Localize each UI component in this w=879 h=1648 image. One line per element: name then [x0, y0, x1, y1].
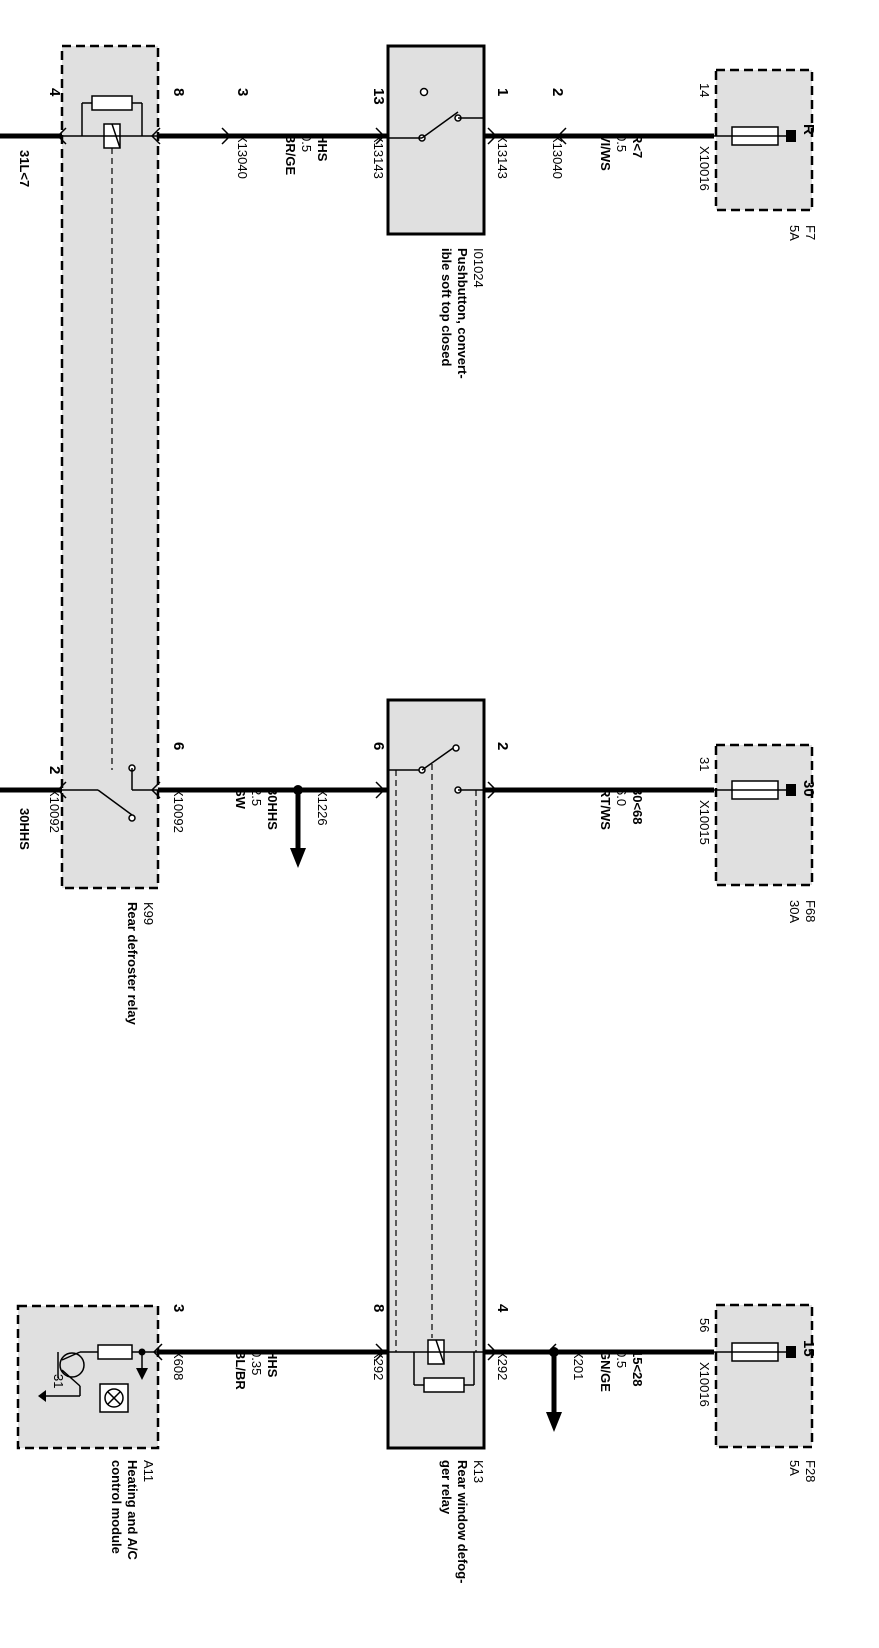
- fuse-f68-connector: X10015: [697, 800, 712, 845]
- a11-ground: 31: [51, 1374, 66, 1388]
- wire-6-gauge: 0.35: [249, 1350, 264, 1375]
- k13-name-line1: Rear window defog-: [455, 1460, 470, 1584]
- k13-pin-6: 6: [370, 742, 387, 750]
- k13-connector-bottom: X292: [371, 1350, 386, 1380]
- fuse-f7-rating: 5A: [787, 225, 802, 241]
- wire-2-gauge: 0.5: [299, 134, 314, 152]
- wire-1-connector: X13040: [550, 134, 565, 179]
- a11-name-line2: control module: [109, 1460, 124, 1554]
- wire-2-color: BR/GE: [283, 134, 298, 176]
- wire-3-label: 30<68 6.0 RT/WS: [598, 788, 645, 830]
- a11-id: A11: [141, 1460, 156, 1482]
- fuse-f7: R 14 X10016 F7 5A: [697, 68, 818, 241]
- relay-k13: 2 6 4 X292 8 X292 K13 Rear window defog-…: [370, 698, 511, 1584]
- fuse-f28-rating: 5A: [787, 1460, 802, 1476]
- wire-4-gauge: 2.5: [249, 788, 264, 806]
- fuse-f68: 30 31 X10015 F68 30A: [697, 743, 818, 923]
- pushbutton-pin-in: 1: [494, 88, 511, 96]
- wire-4-signal: 30HHS: [265, 788, 280, 830]
- k99-connector: X10092: [171, 788, 186, 833]
- pushbutton-name-line2: ible soft top closed: [439, 248, 454, 367]
- wire-4-color: SW: [233, 788, 248, 810]
- k13-pin-2: 2: [494, 742, 511, 750]
- fuse-f68-pin: 31: [697, 757, 712, 771]
- pushbutton-connector-out: X13143: [371, 134, 386, 179]
- k99-connector-bottom: X10092: [47, 788, 62, 833]
- wire-3-color: RT/WS: [598, 788, 613, 830]
- wire-4-splice: X1226: [315, 788, 330, 826]
- wire-5-label: X201 15<28 0.5 GN/GE: [546, 1343, 645, 1432]
- wire-1-gauge: 0.5: [614, 134, 629, 152]
- wire-5-splice: X201: [571, 1350, 586, 1380]
- k13-pin-4: 4: [494, 1304, 511, 1313]
- k99-pin-4: 4: [46, 88, 63, 97]
- k99-name: Rear defroster relay: [125, 902, 140, 1026]
- module-a11: 31 3 X608 A11 Heating and A/C control mo…: [16, 1304, 187, 1561]
- wire-4-label: X1226 30HHS 2.5 SW: [233, 785, 330, 868]
- wire-2-connector: X13040: [235, 134, 250, 179]
- k13-name-line2: ger relay: [439, 1460, 454, 1515]
- wire-5-color: GN/GE: [598, 1350, 613, 1392]
- fuse-f28-terminal: 15: [800, 1340, 817, 1357]
- wire-2-signal: HHS: [315, 134, 330, 162]
- k13-id: K13: [471, 1460, 486, 1483]
- relay-k99: 8 4 6 X10092 2 X10092 K99 Rear defroster…: [46, 44, 187, 1026]
- wire-2-pin: 3: [234, 88, 251, 96]
- wire-1-color: VI/WS: [598, 134, 613, 171]
- a11-name-line1: Heating and A/C: [125, 1460, 140, 1561]
- wire-2-label: 3 X13040 HHS 0.5 BR/GE: [234, 88, 330, 179]
- k99-id: K99: [141, 902, 156, 925]
- k13-pin-8: 8: [370, 1304, 387, 1312]
- offpage-left-top: 31L<7: [17, 150, 32, 187]
- k13-connector-top: X292: [495, 1350, 510, 1380]
- k99-pin-2: 2: [46, 766, 63, 774]
- pushbutton-id: I01024: [471, 248, 486, 288]
- fuse-f7-pin: 14: [697, 83, 712, 97]
- fuse-f7-connector: X10016: [697, 146, 712, 191]
- wire-3-signal: 30<68: [630, 788, 645, 825]
- wire-1-pin: 2: [549, 88, 566, 96]
- fuse-f28: 15 56 X10016 F28 5A: [697, 1303, 818, 1482]
- a11-connector: X608: [171, 1350, 186, 1380]
- k99-pin-6: 6: [170, 742, 187, 750]
- a11-pin: 3: [170, 1304, 187, 1312]
- pushbutton-name-line1: Pushbutton, convert-: [455, 248, 470, 379]
- wire-6-signal: HHS: [265, 1350, 280, 1378]
- pushbutton-pin-out: 13: [370, 88, 387, 105]
- wire-6-color: BL/BR: [233, 1350, 248, 1390]
- fuse-f7-designator: F7: [803, 225, 818, 240]
- wire-1-signal: R<7: [630, 134, 645, 158]
- k99-pin-8: 8: [170, 88, 187, 96]
- wire-5-signal: 15<28: [630, 1350, 645, 1387]
- fuse-f68-rating: 30A: [787, 900, 802, 923]
- wire-3-gauge: 6.0: [614, 788, 629, 806]
- wire-5-gauge: 0.5: [614, 1350, 629, 1368]
- fuse-f28-designator: F28: [803, 1460, 818, 1482]
- fuse-f28-connector: X10016: [697, 1362, 712, 1407]
- wire-6-label: HHS 0.35 BL/BR: [233, 1350, 280, 1390]
- fuse-f68-terminal: 30: [800, 780, 817, 797]
- wire-1-label: 2 X13040 R<7 0.5 VI/WS: [549, 88, 645, 179]
- fuse-f7-terminal: R: [800, 124, 817, 135]
- pushbutton-i01024: 1 X13143 13 X13143 I01024 Pushbutton, co…: [370, 44, 511, 379]
- offpage-left-middle: 30HHS: [17, 808, 32, 850]
- fuse-f28-pin: 56: [697, 1318, 712, 1332]
- pushbutton-connector-in: X13143: [495, 134, 510, 179]
- fuse-f68-designator: F68: [803, 900, 818, 922]
